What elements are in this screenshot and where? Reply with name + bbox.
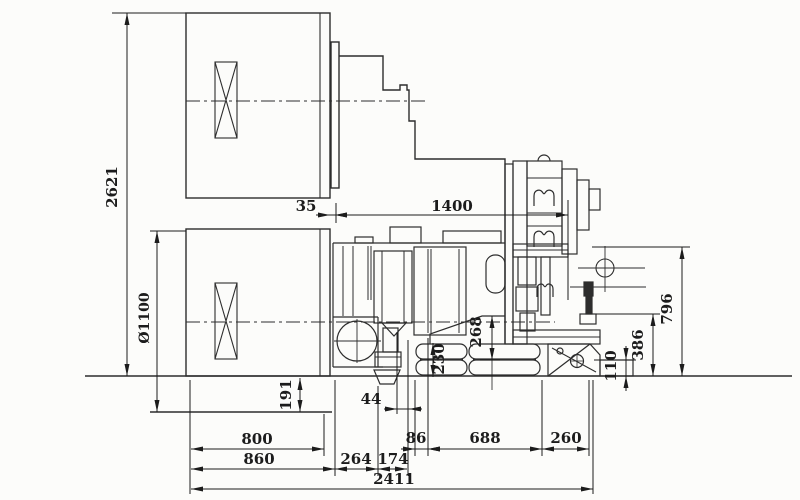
slot-capsule [485,254,506,294]
dim-230: 230 [430,343,448,374]
dimension-labels: 2621 Ø1100 191 35 1400 268 230 796 386 1… [103,166,676,488]
support-foot [373,327,402,385]
dim-workpiece-diameter: Ø1100 [137,292,153,343]
dim-260: 260 [550,429,581,447]
dim-800: 800 [241,430,272,448]
dim-796: 796 [658,293,676,324]
tool-slide [373,250,413,337]
bearing-symbol-upper [214,61,238,139]
clamp-jaw-top-icon [537,154,551,162]
locating-hole [578,246,645,292]
dim-110: 110 [602,350,620,381]
clamp-jaw-icon [533,189,555,206]
machine-body [332,226,506,385]
chuck-assembly [504,154,646,345]
bearing-symbol-lower [214,282,238,360]
dim-268: 268 [467,316,485,347]
clamp-jaw-icon [536,283,554,297]
dim-35: 35 [296,197,317,215]
clamp-screw [583,281,594,297]
dimension-annotations [112,12,690,494]
dim-191: 191 [277,379,295,410]
dim-overall-height: 2621 [103,166,121,208]
dim-1400: 1400 [431,197,473,215]
clamp-jaw-icon [533,230,555,247]
dim-174: 174 [377,450,408,468]
dim-688: 688 [469,429,500,447]
workpiece-block-upper [185,12,428,199]
stepped-housing-profile [339,55,506,344]
machine-outline [85,12,792,413]
dim-44: 44 [361,390,382,408]
dim-860: 860 [243,450,274,468]
dim-264: 264 [340,450,371,468]
dim-86: 86 [406,429,427,447]
dim-386: 386 [629,329,647,360]
dim-overall-length: 2411 [373,470,415,488]
faceplate [330,41,340,189]
